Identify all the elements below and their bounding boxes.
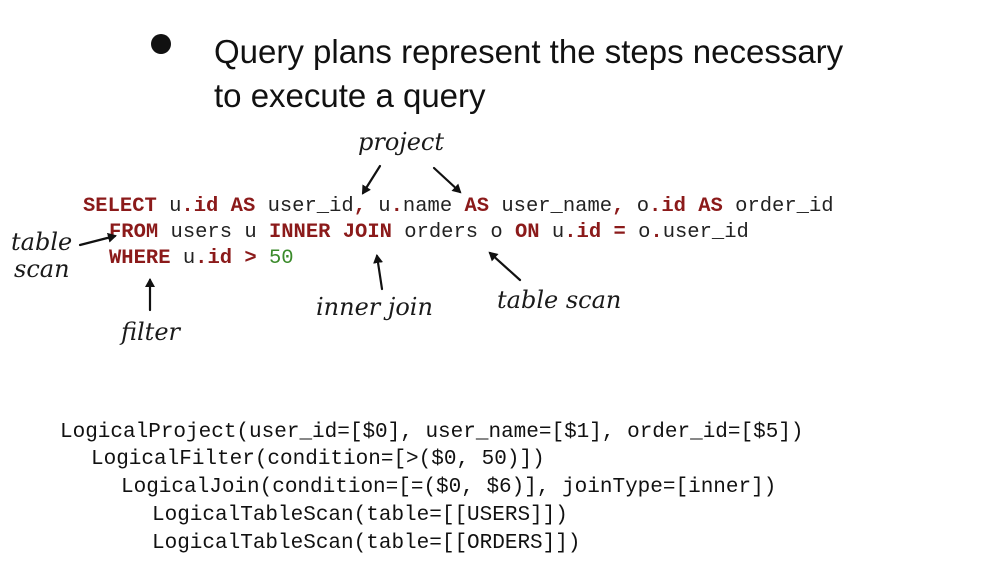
sql-token: id (193, 195, 219, 218)
sql-token: name (402, 195, 465, 218)
sql-token: u (366, 195, 391, 218)
arrow-project-to-user-id (361, 164, 382, 195)
sql-token: user_id (662, 221, 749, 244)
sql-token: WHERE (109, 247, 171, 270)
sql-token: o (625, 221, 651, 244)
arrow-project-to-name (432, 166, 462, 194)
sql-token: = (613, 221, 626, 244)
sql-token: . (649, 195, 662, 218)
sql-token: ON (515, 221, 540, 244)
arrow-inner-join (373, 254, 384, 291)
sql-token: INNER JOIN (268, 221, 392, 244)
annotation-table-scan-left-line2: scan (14, 255, 70, 283)
sql-token: u (170, 247, 196, 270)
sql-token: user_id (255, 195, 354, 218)
sql-line-select: SELECT u.id AS user_id, u.name AS user_n… (83, 195, 834, 218)
sql-token: AS (464, 195, 490, 218)
sql-token: u (539, 221, 565, 244)
sql-token: o (624, 195, 649, 218)
sql-token: user_name (489, 195, 613, 218)
sql-token: id (661, 195, 686, 218)
sql-token: AS (698, 195, 723, 218)
sql-token: , (353, 195, 366, 218)
bullet-text-line-2: to execute a query (214, 77, 486, 114)
sql-line-where: WHERE u.id > 50 (109, 247, 294, 270)
plan-line-filter: LogicalFilter(condition=[>($0, 50)]) (91, 448, 545, 471)
annotation-table-scan-right: table scan (497, 286, 622, 314)
plan-line-scan-orders: LogicalTableScan(table=[[ORDERS]]) (152, 532, 581, 555)
sql-token: u (156, 195, 182, 218)
sql-token: id (207, 247, 233, 270)
annotation-inner-join: inner join (316, 293, 433, 321)
sql-line-from: FROM users u INNER JOIN orders o ON u.id… (109, 221, 749, 244)
sql-token: 50 (268, 247, 294, 270)
sql-token: . (650, 221, 663, 244)
sql-token: orders o (391, 221, 515, 244)
sql-token: . (195, 247, 208, 270)
sql-token: AS (230, 195, 256, 218)
bullet-text-line-1: Query plans represent the steps necessar… (214, 33, 844, 70)
annotation-project: project (358, 128, 445, 156)
annotation-filter: filter (121, 318, 181, 346)
sql-token: . (390, 195, 403, 218)
sql-token: . (564, 221, 577, 244)
arrow-table-scan-to-orders (488, 251, 522, 282)
sql-token: SELECT (83, 195, 157, 218)
sql-token: , (612, 195, 625, 218)
plan-line-project: LogicalProject(user_id=[$0], user_name=[… (60, 421, 804, 444)
sql-token: users u (158, 221, 269, 244)
sql-token: . (181, 195, 194, 218)
sql-token: FROM (109, 221, 159, 244)
sql-token: id (576, 221, 602, 244)
arrow-table-scan-to-from (78, 232, 117, 247)
plan-line-scan-users: LogicalTableScan(table=[[USERS]]) (152, 504, 568, 527)
sql-token: > (244, 247, 257, 270)
sql-token: order_id (722, 195, 834, 218)
annotation-table-scan-left-line1: table (11, 228, 73, 256)
bullet-dot (151, 34, 171, 54)
bullet-text: Query plans represent the steps necessar… (214, 30, 843, 118)
plan-line-join: LogicalJoin(condition=[=($0, $6)], joinT… (121, 476, 777, 499)
